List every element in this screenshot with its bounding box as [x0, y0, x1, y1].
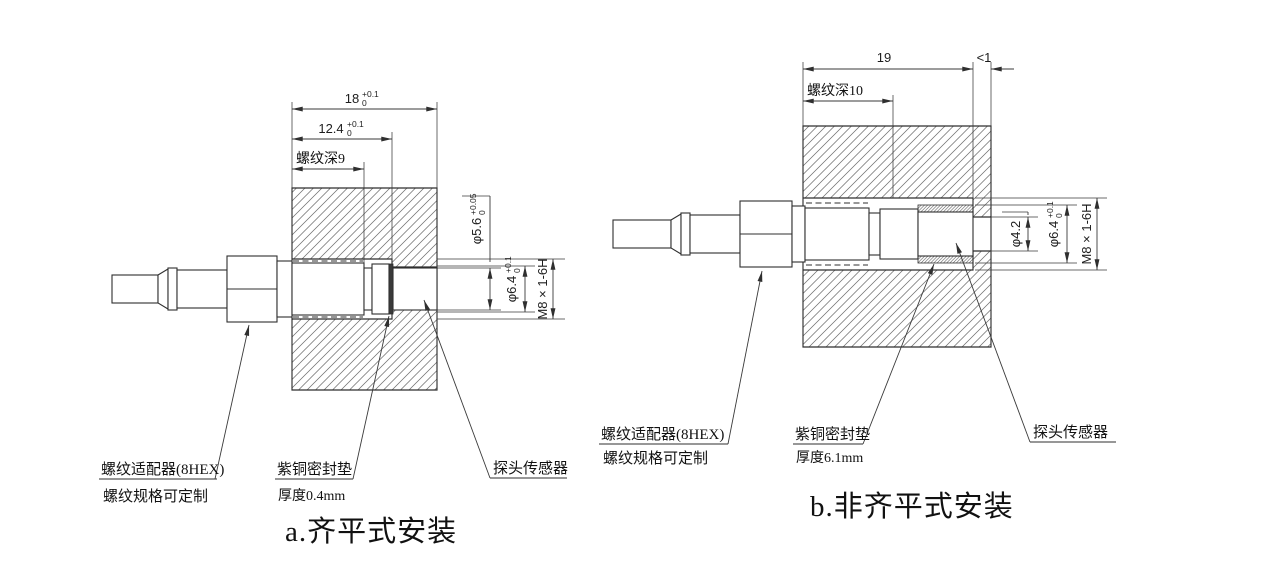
dim-thread-spec-a-value: M8 × 1-6H: [535, 258, 550, 319]
dim-tip-clearance-b-value: <1: [977, 50, 992, 65]
thread-section-b: [804, 207, 870, 261]
adapter-neck-b: [791, 205, 806, 263]
sensor-assembly-a: [111, 255, 438, 323]
collar-ring-b: [680, 212, 691, 256]
connector-body-b: [689, 214, 741, 254]
dim-tip-bore-b-value: φ4.2: [1008, 221, 1023, 248]
copper-gasket-washer: [388, 263, 394, 315]
dim-tip-bore-a: φ5.6 +0.05 0: [462, 193, 493, 310]
leader-adapter-a: 螺纹适配器(8HEX) 螺纹规格可定制: [99, 324, 250, 505]
dim-total-depth-a-value: 18: [345, 91, 359, 106]
probe-tip: [392, 267, 438, 311]
dim-counterbore-a-value: 12.4: [318, 121, 343, 136]
adapter-label-a: 螺纹适配器(8HEX): [101, 461, 224, 478]
dim-counterbore-a-toldn: 0: [347, 128, 352, 138]
diagram-b: 19 <1 螺纹深10 φ4.2 φ6.4: [599, 50, 1116, 523]
sensor-body-b: [879, 208, 919, 260]
dim-bore-a-value: φ6.4: [504, 276, 519, 303]
cable-flare-b: [670, 213, 682, 255]
undercut-groove-b: [868, 212, 881, 256]
adapter-note-b: 螺纹规格可定制: [603, 450, 708, 467]
gasket-label-b: 紫铜密封垫: [795, 426, 870, 443]
undercut-groove: [363, 267, 373, 311]
leader-probe-b: 探头传感器: [955, 242, 1116, 443]
cable-flare: [157, 268, 169, 310]
dim-counterbore-depth-a: 12.4 +0.1 0: [292, 119, 392, 142]
dim-thread-depth-b-label: 螺纹深10: [807, 83, 863, 99]
cable-rod-b: [612, 219, 672, 249]
dim-total-depth-a-tolup: +0.1: [362, 89, 379, 99]
dim-thread-depth-a: 螺纹深9: [292, 151, 364, 172]
caption-b: b.非齐平式安装: [810, 490, 1014, 523]
copper-gasket-sleeve-top: [917, 204, 974, 213]
leader-adapter-b: 螺纹适配器(8HEX) 螺纹规格可定制: [599, 270, 763, 467]
dim-thread-spec-b-value: M8 × 1-6H: [1079, 203, 1094, 264]
adapter-label-b: 螺纹适配器(8HEX): [601, 426, 724, 443]
thread-section: [291, 262, 365, 316]
dim-tip-bore-a-toldn: 0: [477, 210, 487, 215]
dim-bore-a: φ6.4 +0.1 0: [503, 256, 528, 312]
dim-bore-b-tolup: +0.1: [1045, 201, 1055, 218]
caption-a: a.齐平式安装: [285, 515, 457, 548]
dim-tip-bore-a-value: φ5.6: [469, 218, 484, 245]
dim-tip-bore-a-tolup: +0.05: [468, 193, 478, 215]
collar-ring: [167, 267, 178, 311]
dim-total-depth-b-value: 19: [877, 50, 891, 65]
dim-thread-spec-b: M8 × 1-6H: [1079, 198, 1100, 270]
dim-bore-a-toldn: 0: [512, 268, 522, 273]
gasket-label-a: 紫铜密封垫: [277, 461, 352, 478]
dim-tip-clearance-b: <1: [977, 50, 1014, 72]
dim-counterbore-a-tolup: +0.1: [347, 119, 364, 129]
dim-thread-depth-a-label: 螺纹深9: [296, 151, 345, 167]
dim-total-depth-a-toldn: 0: [362, 98, 367, 108]
connector-body: [176, 269, 228, 309]
leader-gasket-b: 紫铜密封垫 厚度6.1mm: [793, 263, 935, 466]
dim-bore-b: φ6.4 +0.1 0: [1045, 201, 1070, 263]
gasket-note-a: 厚度0.4mm: [278, 488, 345, 504]
probe-label-b: 探头传感器: [1033, 424, 1108, 441]
adapter-note-a: 螺纹规格可定制: [103, 488, 208, 505]
dim-tip-bore-b: φ4.2: [1002, 211, 1031, 251]
cable-rod: [111, 274, 159, 304]
extension-lines-a: [291, 102, 565, 320]
gasket-note-b: 厚度6.1mm: [796, 450, 863, 466]
sensor-assembly-b: [612, 200, 974, 268]
dim-thread-spec-a: M8 × 1-6H: [535, 258, 556, 320]
dim-bore-a-tolup: +0.1: [503, 256, 513, 273]
sensor-body: [371, 263, 390, 315]
leader-gasket-a: 紫铜密封垫 厚度0.4mm: [275, 315, 390, 504]
probe-label-a: 探头传感器: [493, 460, 568, 477]
dim-total-depth-b: 19: [803, 50, 973, 72]
adapter-neck: [276, 260, 293, 318]
dim-bore-b-value: φ6.4: [1046, 221, 1061, 248]
extension-lines-b: [802, 62, 1107, 271]
leader-probe-a: 探头传感器: [423, 299, 568, 479]
dim-bore-b-toldn: 0: [1054, 213, 1064, 218]
probe-tip-b: [917, 211, 974, 257]
dim-total-depth-a: 18 +0.1 0: [292, 89, 437, 112]
diagram-a: 18 +0.1 0 12.4 +0.1 0 螺纹深9 φ5.6 +0.05: [99, 89, 568, 548]
copper-gasket-sleeve-bottom: [917, 255, 974, 264]
dim-thread-depth-b: 螺纹深10: [803, 83, 893, 104]
